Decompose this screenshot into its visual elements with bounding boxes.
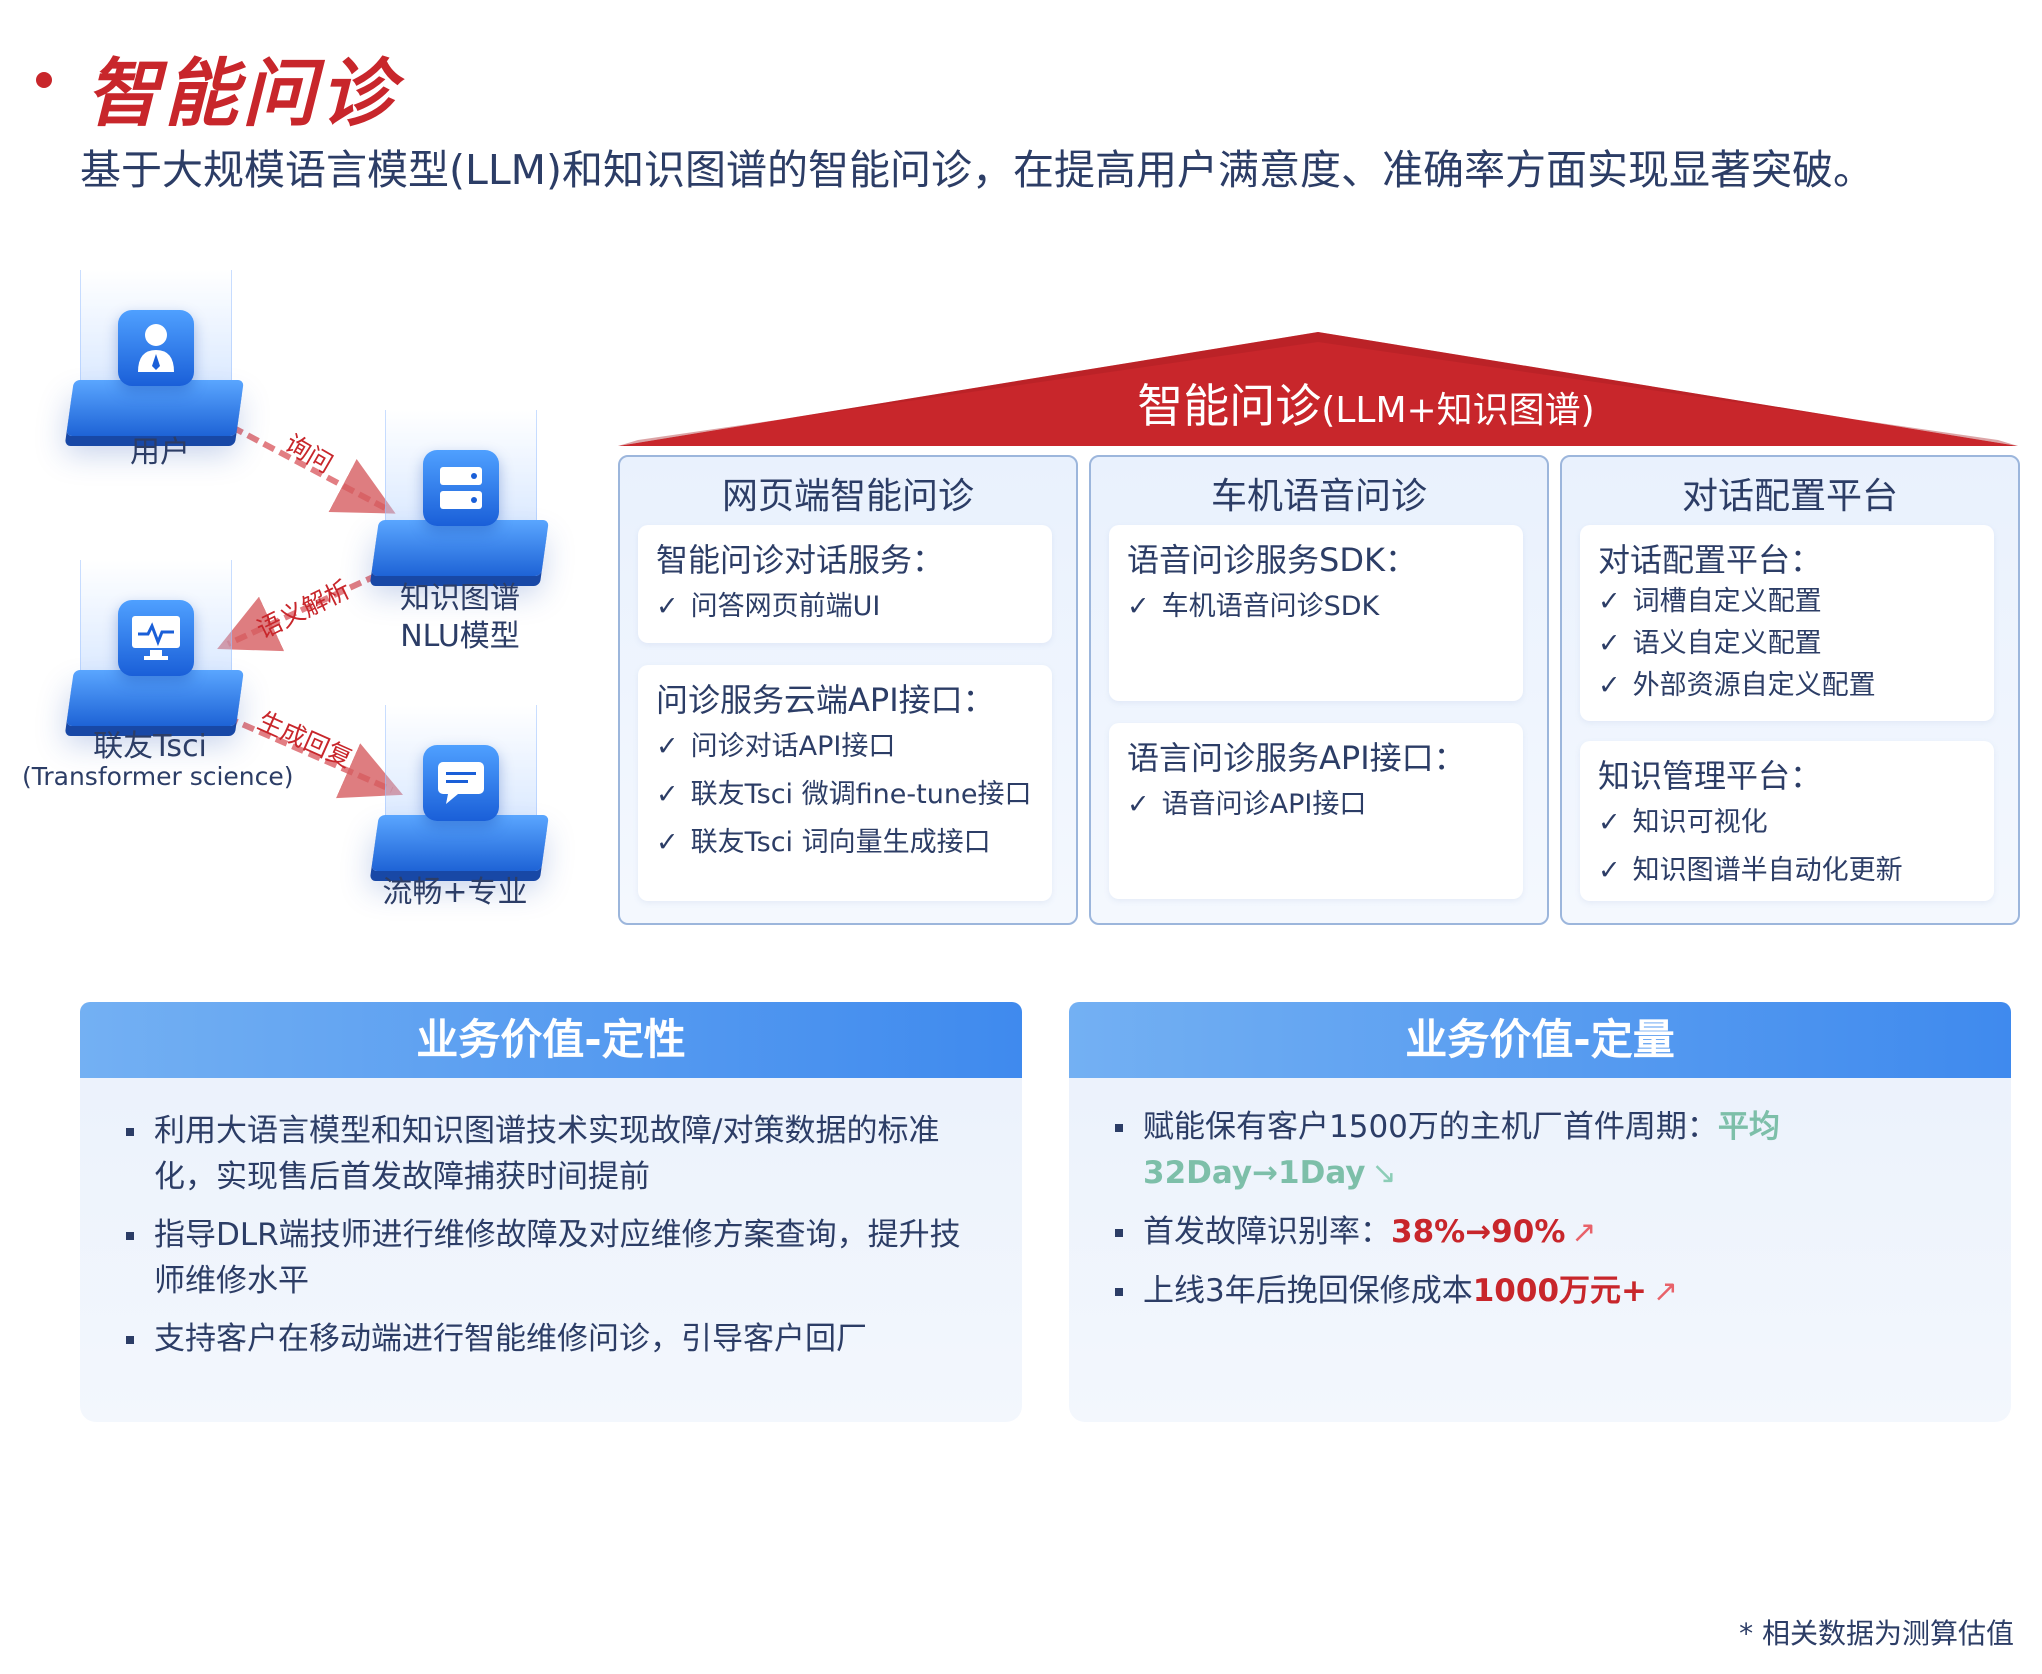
- node-kg: [365, 410, 555, 600]
- card-item: 联友Tsci 微调fine-tune接口: [656, 771, 1032, 819]
- card-item: 语音问诊API接口: [1127, 781, 1367, 829]
- metric-highlight: 38%→90%: [1391, 1214, 1566, 1250]
- column-vehicle: 车机语音问诊 语音问诊服务SDK： 车机语音问诊SDK 语言问诊服务API接口：…: [1089, 455, 1549, 925]
- trend-up-icon: ↗: [1653, 1274, 1679, 1309]
- card-item: 车机语音问诊SDK: [1127, 583, 1380, 631]
- card-web-dialog: 智能问诊对话服务： 问答网页前端UI: [638, 525, 1052, 643]
- node-kg-label-line2: NLU模型: [400, 619, 520, 654]
- node-user: [60, 270, 250, 460]
- list-item: 上线3年后挽回保修成本1000万元+↗: [1115, 1268, 1975, 1315]
- card-title: 问诊服务云端API接口：: [656, 681, 995, 719]
- column-title: 车机语音问诊: [1210, 476, 1427, 517]
- card-item: 联友Tsci 词向量生成接口: [656, 819, 1032, 867]
- title-bullet-dot: [36, 72, 52, 88]
- node-user-label: 用户: [130, 435, 190, 470]
- roof-title-main: 智能问诊: [1137, 379, 1322, 433]
- database-icon: [423, 450, 499, 526]
- arrow-generate: [208, 707, 403, 799]
- card-voice-sdk: 语音问诊服务SDK： 车机语音问诊SDK: [1109, 525, 1523, 701]
- metric-text: 赋能保有客户1500万的主机厂首件周期：: [1143, 1109, 1718, 1145]
- metric-text: 首发故障识别率：: [1143, 1214, 1391, 1250]
- card-item: 外部资源自定义配置: [1598, 665, 1876, 707]
- card-dialog-config: 对话配置平台： 词槽自定义配置 语义自定义配置 外部资源自定义配置: [1580, 525, 1994, 721]
- footnote: * 相关数据为测算估值: [1739, 1617, 2014, 1650]
- panel-title: 业务价值-定量: [1069, 1002, 2011, 1078]
- list-item: 指导DLR端技师进行维修故障及对应维修方案查询，提升技师维修水平: [126, 1212, 986, 1304]
- flow-arrows: [198, 407, 412, 799]
- card-title: 语音问诊服务SDK：: [1127, 541, 1417, 579]
- qualitative-list: 利用大语言模型和知识图谱技术实现故障/对策数据的标准化，实现售后首发故障捕获时间…: [126, 1108, 986, 1374]
- card-item: 知识图谱半自动化更新: [1598, 847, 1903, 895]
- roof-title: 智能问诊(LLM+知识图谱): [1086, 370, 1646, 436]
- page-subtitle: 基于大规模语言模型(LLM)和知识图谱的智能问诊，在提高用户满意度、准确率方面实…: [80, 146, 1875, 194]
- node-kg-label: 知识图谱 NLU模型: [380, 580, 540, 656]
- card-item: 问答网页前端UI: [656, 583, 881, 631]
- node-platform: [66, 380, 244, 436]
- column-title: 网页端智能问诊: [721, 476, 974, 517]
- arrow-semantic: [217, 557, 412, 652]
- card-item: 语义自定义配置: [1598, 623, 1876, 665]
- node-tsci-sublabel: (Transformer science): [22, 762, 294, 791]
- card-title: 智能问诊对话服务：: [656, 541, 945, 579]
- panel-qualitative: 业务价值-定性 利用大语言模型和知识图谱技术实现故障/对策数据的标准化，实现售后…: [80, 1002, 1022, 1422]
- node-output: [365, 705, 555, 895]
- card-voice-api: 语言问诊服务API接口： 语音问诊API接口: [1109, 723, 1523, 899]
- list-item: 利用大语言模型和知识图谱技术实现故障/对策数据的标准化，实现售后首发故障捕获时间…: [126, 1108, 986, 1200]
- column-title: 对话配置平台: [1681, 476, 1898, 517]
- column-web: 网页端智能问诊 智能问诊对话服务： 问答网页前端UI 问诊服务云端API接口： …: [618, 455, 1078, 925]
- monitor-icon: [118, 600, 194, 676]
- metric-highlight: 1000万元+: [1472, 1273, 1647, 1309]
- card-knowledge: 知识管理平台： 知识可视化 知识图谱半自动化更新: [1580, 741, 1994, 901]
- metric-highlight: 平均32Day→1Day: [1143, 1109, 1780, 1191]
- roof-shape: [618, 332, 2018, 446]
- card-item: 问诊对话API接口: [656, 723, 1032, 771]
- card-item: 词槽自定义配置: [1598, 581, 1876, 623]
- panel-quantitative: 业务价值-定量 赋能保有客户1500万的主机厂首件周期：平均32Day→1Day…: [1069, 1002, 2011, 1422]
- metric-text: 上线3年后挽回保修成本: [1143, 1273, 1473, 1309]
- quantitative-list: 赋能保有客户1500万的主机厂首件周期：平均32Day→1Day↘ 首发故障识别…: [1115, 1104, 1975, 1327]
- trend-up-icon: ↗: [1571, 1215, 1597, 1250]
- page-title: 智能问诊: [86, 51, 398, 137]
- node-platform: [371, 520, 549, 576]
- node-tsci: [60, 560, 250, 750]
- card-title: 对话配置平台：: [1598, 541, 1823, 579]
- card-web-api: 问诊服务云端API接口： 问诊对话API接口 联友Tsci 微调fine-tun…: [638, 665, 1052, 901]
- node-platform: [66, 670, 244, 726]
- chat-icon: [423, 745, 499, 821]
- list-item: 支持客户在移动端进行智能维修问诊，引导客户回厂: [126, 1316, 986, 1362]
- card-title: 语言问诊服务API接口：: [1127, 739, 1466, 777]
- node-platform: [371, 815, 549, 871]
- list-item: 首发故障识别率：38%→90%↗: [1115, 1209, 1975, 1256]
- trend-down-icon: ↘: [1371, 1156, 1397, 1191]
- card-item: 知识可视化: [1598, 799, 1903, 847]
- user-icon: [118, 310, 194, 386]
- card-title: 知识管理平台：: [1598, 757, 1823, 795]
- panel-title: 业务价值-定性: [80, 1002, 1022, 1078]
- column-config: 对话配置平台 对话配置平台： 词槽自定义配置 语义自定义配置 外部资源自定义配置…: [1560, 455, 2020, 925]
- roof-title-sub: (LLM+知识图谱): [1321, 390, 1595, 431]
- node-output-label: 流畅+专业: [382, 875, 528, 910]
- node-kg-label-line1: 知识图谱: [400, 581, 520, 616]
- list-item: 赋能保有客户1500万的主机厂首件周期：平均32Day→1Day↘: [1115, 1104, 1975, 1197]
- node-tsci-label: 联友Tsci: [93, 729, 207, 764]
